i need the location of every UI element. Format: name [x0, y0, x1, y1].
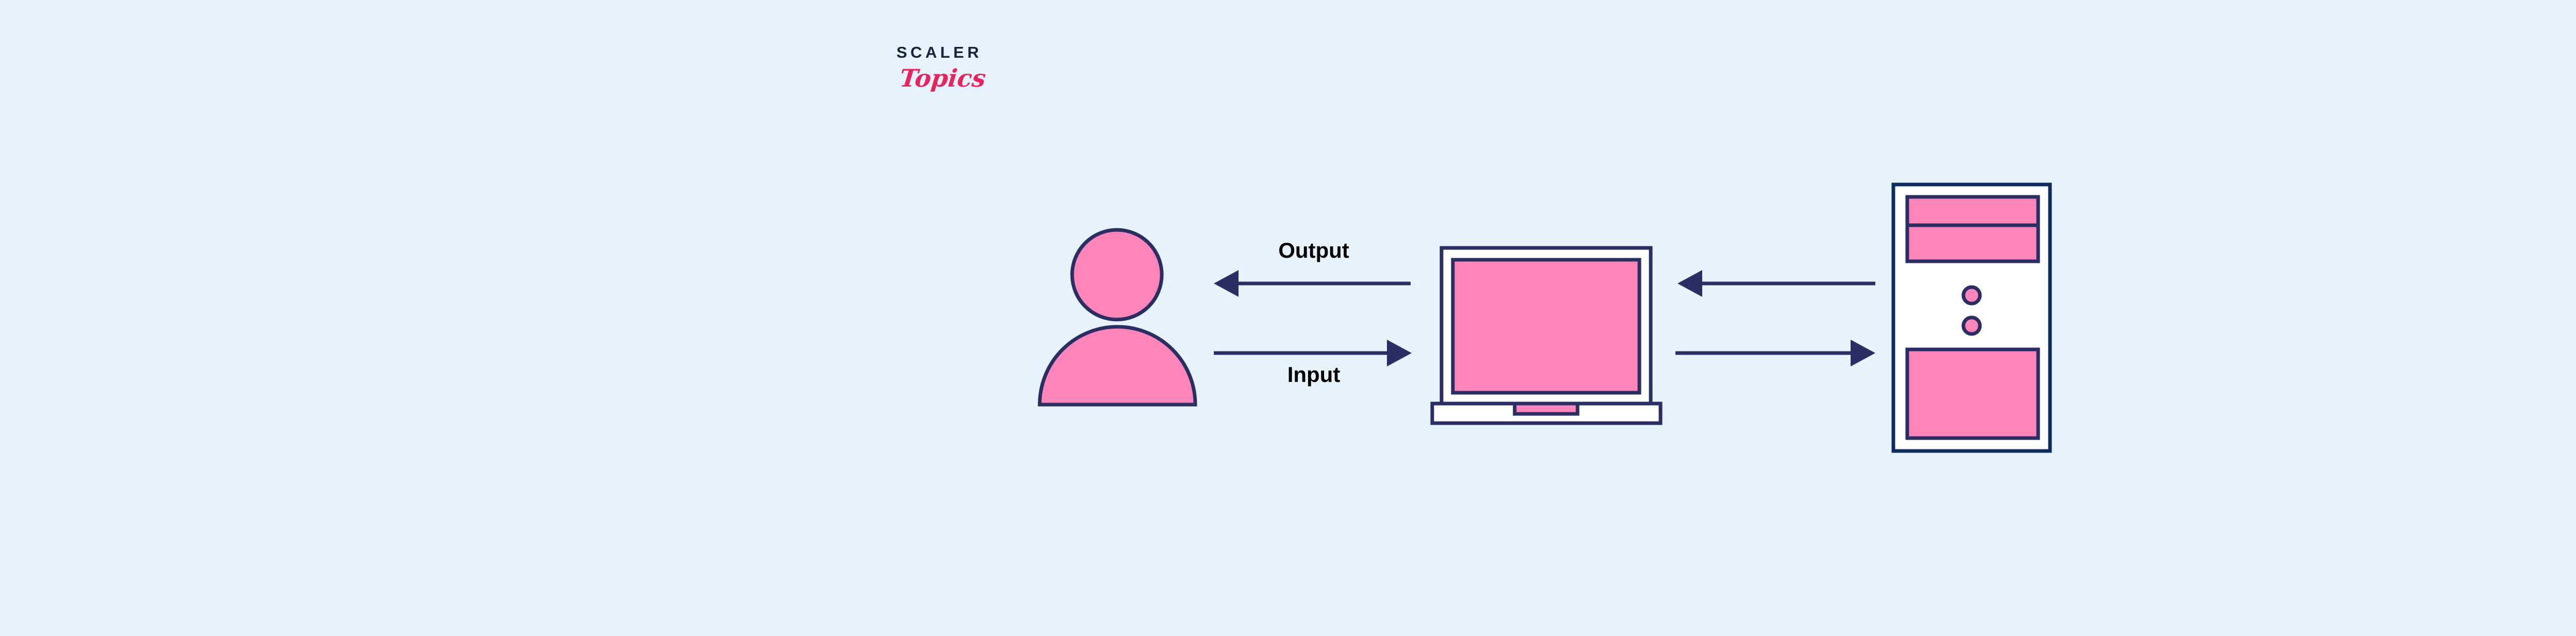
server-tower	[1891, 182, 2052, 453]
server-led-upper-icon	[1961, 285, 1982, 306]
user-icon	[1038, 228, 1197, 407]
server-front-panel	[1905, 347, 2040, 440]
arrow-output-head-icon	[1214, 270, 1239, 297]
laptop-trackpad	[1513, 401, 1580, 416]
server-drive-bay-bottom	[1905, 223, 2040, 263]
arrow-client-to-server	[1675, 340, 1875, 366]
arrow-input-label: Input	[1287, 362, 1341, 387]
user-body-icon	[1038, 325, 1197, 407]
arrow-server-to-client-head-icon	[1677, 270, 1702, 297]
server-led-lower-icon	[1961, 315, 1982, 336]
scaler-topics-logo: SCALER Topics	[896, 44, 1061, 106]
arrow-output	[1214, 270, 1411, 297]
user-head-icon	[1070, 228, 1164, 322]
arrow-server-to-client	[1677, 270, 1875, 297]
arrow-client-to-server-head-icon	[1851, 340, 1875, 366]
laptop-screen	[1451, 258, 1641, 395]
arrow-output-label: Output	[1278, 238, 1349, 262]
logo-wordmark-scaler: SCALER	[896, 43, 982, 61]
arrow-input-head-icon	[1387, 340, 1412, 366]
server-drive-bay-top	[1905, 195, 2040, 227]
laptop-client	[1430, 246, 1663, 425]
arrow-input	[1214, 340, 1412, 366]
